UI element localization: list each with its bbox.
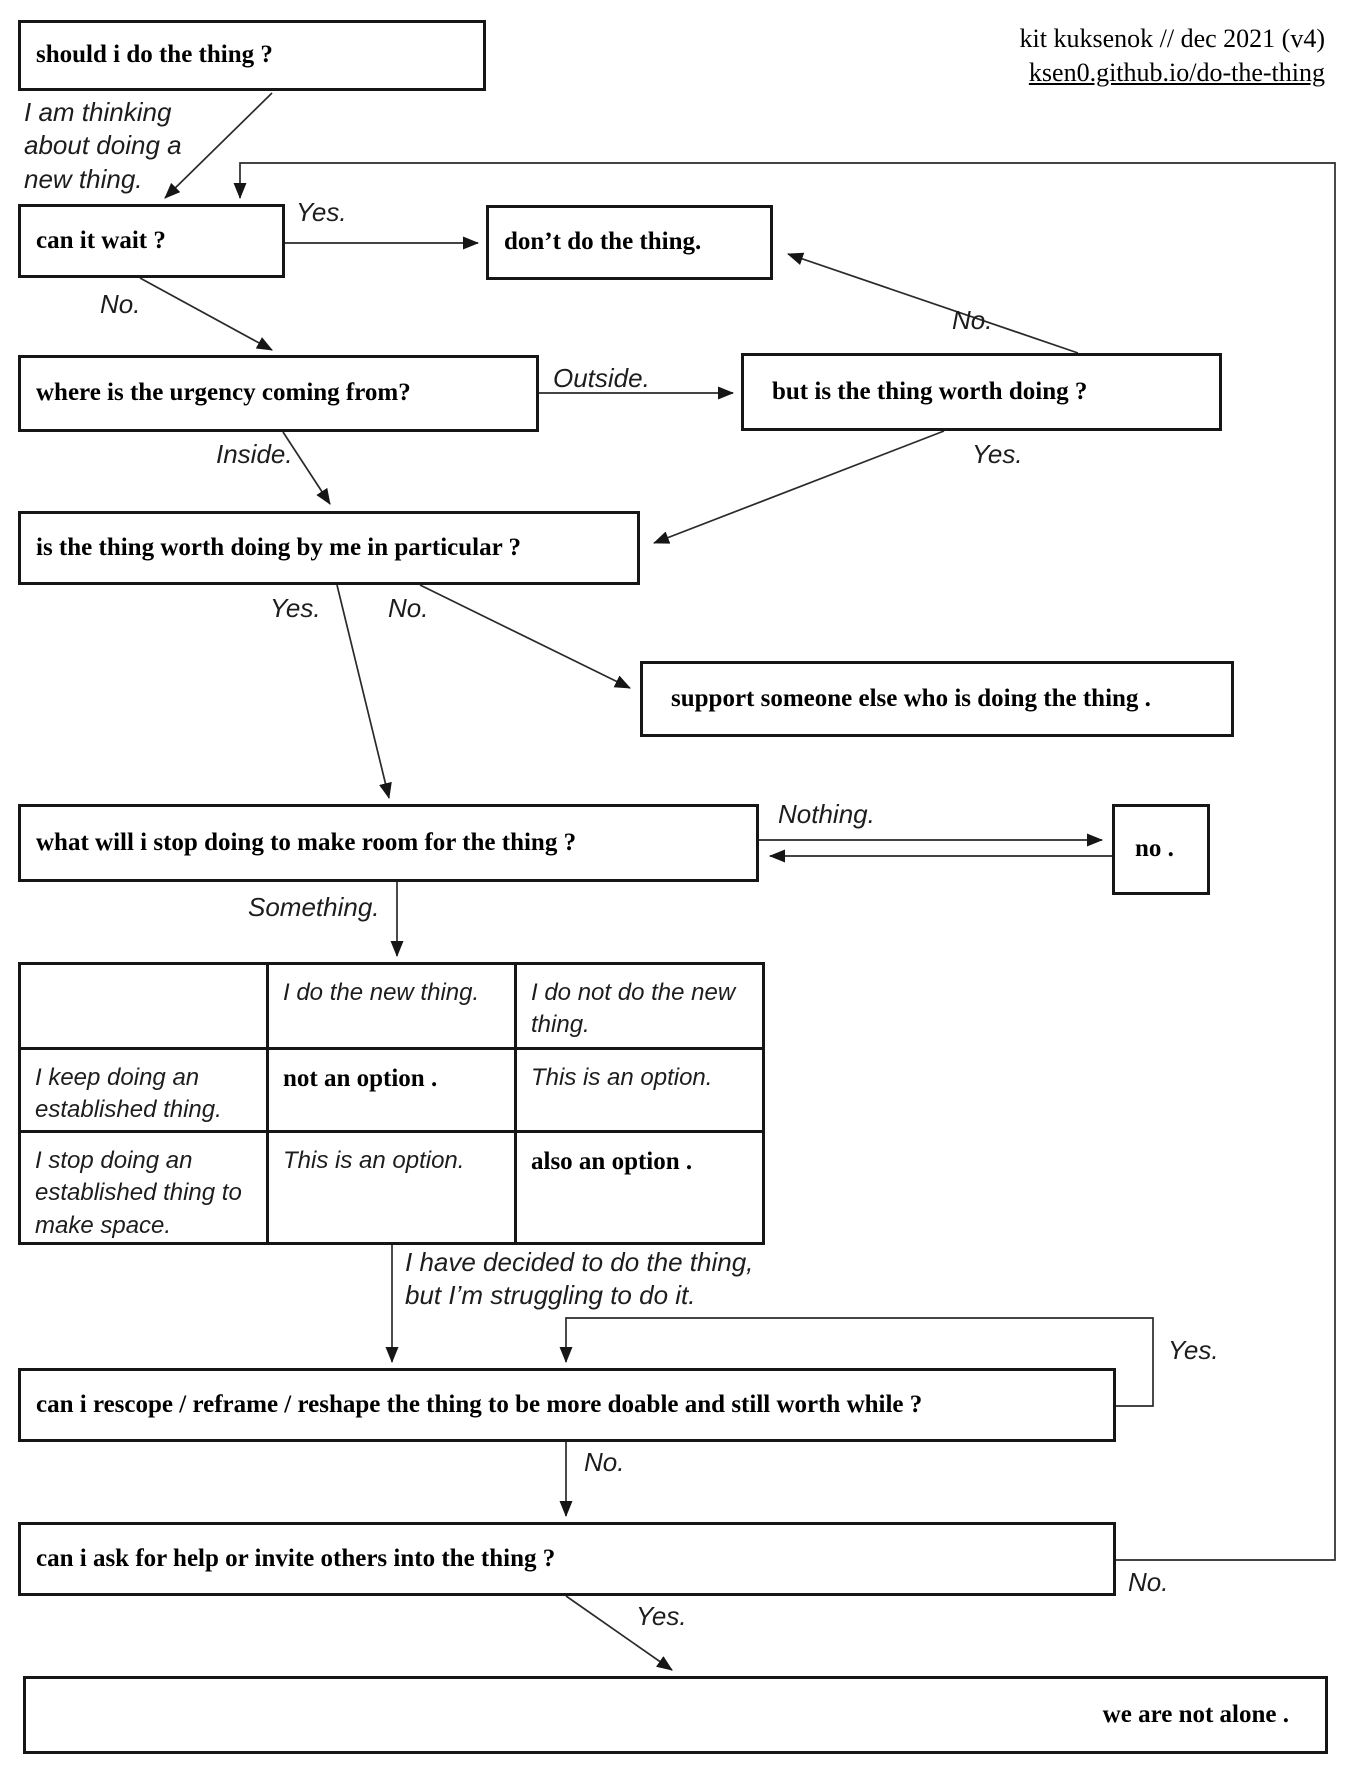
edge-start-to-wait bbox=[164, 92, 273, 199]
options-table: I do the new thing. I do not do the new … bbox=[18, 962, 765, 1246]
edge-ask-yes-to-notalone bbox=[565, 1595, 673, 1671]
edge-byme-no-to-support bbox=[419, 584, 631, 689]
label-something: Something. bbox=[248, 892, 380, 922]
table-cell-not-an-option: not an option . bbox=[266, 1047, 517, 1133]
node-worth-doing: but is the thing worth doing ? bbox=[741, 353, 1222, 431]
table-row-header-keep: I keep doing an established thing. bbox=[18, 1047, 269, 1133]
byline: kit kuksenok // dec 2021 (v4) bbox=[1019, 24, 1325, 53]
node-worth-by-me: is the thing worth doing by me in partic… bbox=[18, 511, 640, 585]
label-nothing: Nothing. bbox=[778, 799, 875, 829]
label-wait-yes: Yes. bbox=[296, 197, 347, 227]
label-worth-yes: Yes. bbox=[972, 439, 1023, 469]
node-support-someone: support someone else who is doing the th… bbox=[640, 661, 1234, 737]
node-urgency: where is the urgency coming from? bbox=[18, 355, 539, 432]
table-cell-option-1: This is an option. bbox=[514, 1047, 765, 1133]
label-outside: Outside. bbox=[553, 363, 650, 393]
edge-wait-no-to-urgency bbox=[139, 277, 273, 351]
node-stop-doing: what will i stop doing to make room for … bbox=[18, 804, 759, 882]
edge-worth-no-to-dont bbox=[787, 252, 1079, 354]
label-rescope-no: No. bbox=[584, 1447, 625, 1477]
label-inside: Inside. bbox=[216, 439, 293, 469]
label-wait-no: No. bbox=[100, 289, 141, 319]
node-start: should i do the thing ? bbox=[18, 20, 486, 91]
table-col-header-not-do: I do not do the new thing. bbox=[514, 962, 765, 1050]
annotation-thinking: I am thinking about doing a new thing. bbox=[24, 97, 182, 194]
table-col-header-do: I do the new thing. bbox=[266, 962, 517, 1050]
label-by-me-yes: Yes. bbox=[270, 593, 321, 623]
edge-byme-yes-to-stop bbox=[336, 584, 392, 799]
label-rescope-yes: Yes. bbox=[1168, 1335, 1219, 1365]
node-can-it-wait: can it wait ? bbox=[18, 204, 285, 278]
node-we-are-not-alone: we are not alone . bbox=[23, 1676, 1328, 1754]
label-by-me-no: No. bbox=[388, 593, 429, 623]
table-cell-corner bbox=[18, 962, 269, 1050]
site-link[interactable]: ksen0.github.io/do-the-thing bbox=[1028, 57, 1325, 87]
header: kit kuksenok // dec 2021 (v4) ksen0.gith… bbox=[1020, 22, 1325, 90]
annotation-struggling: I have decided to do the thing, but I’m … bbox=[405, 1247, 754, 1311]
table-cell-also-an-option: also an option . bbox=[514, 1129, 765, 1246]
label-worth-no: No. bbox=[952, 305, 993, 335]
table-cell-option-2: This is an option. bbox=[266, 1129, 517, 1246]
label-ask-no: No. bbox=[1128, 1567, 1169, 1597]
node-dont-do-the-thing: don’t do the thing. bbox=[486, 205, 773, 280]
node-ask-for-help: can i ask for help or invite others into… bbox=[18, 1522, 1116, 1596]
edge-ask-no-back-to-wait bbox=[233, 162, 1336, 1561]
edge-rescope-yes-loop bbox=[559, 1317, 1154, 1407]
edge-worth-yes-to-byme bbox=[653, 430, 945, 544]
edge-urgency-inside-to-byme bbox=[282, 431, 331, 505]
table-row-header-stop: I stop doing an established thing to mak… bbox=[18, 1129, 269, 1246]
label-ask-yes: Yes. bbox=[636, 1601, 687, 1631]
node-no: no . bbox=[1112, 804, 1210, 895]
node-rescope: can i rescope / reframe / reshape the th… bbox=[18, 1368, 1116, 1442]
